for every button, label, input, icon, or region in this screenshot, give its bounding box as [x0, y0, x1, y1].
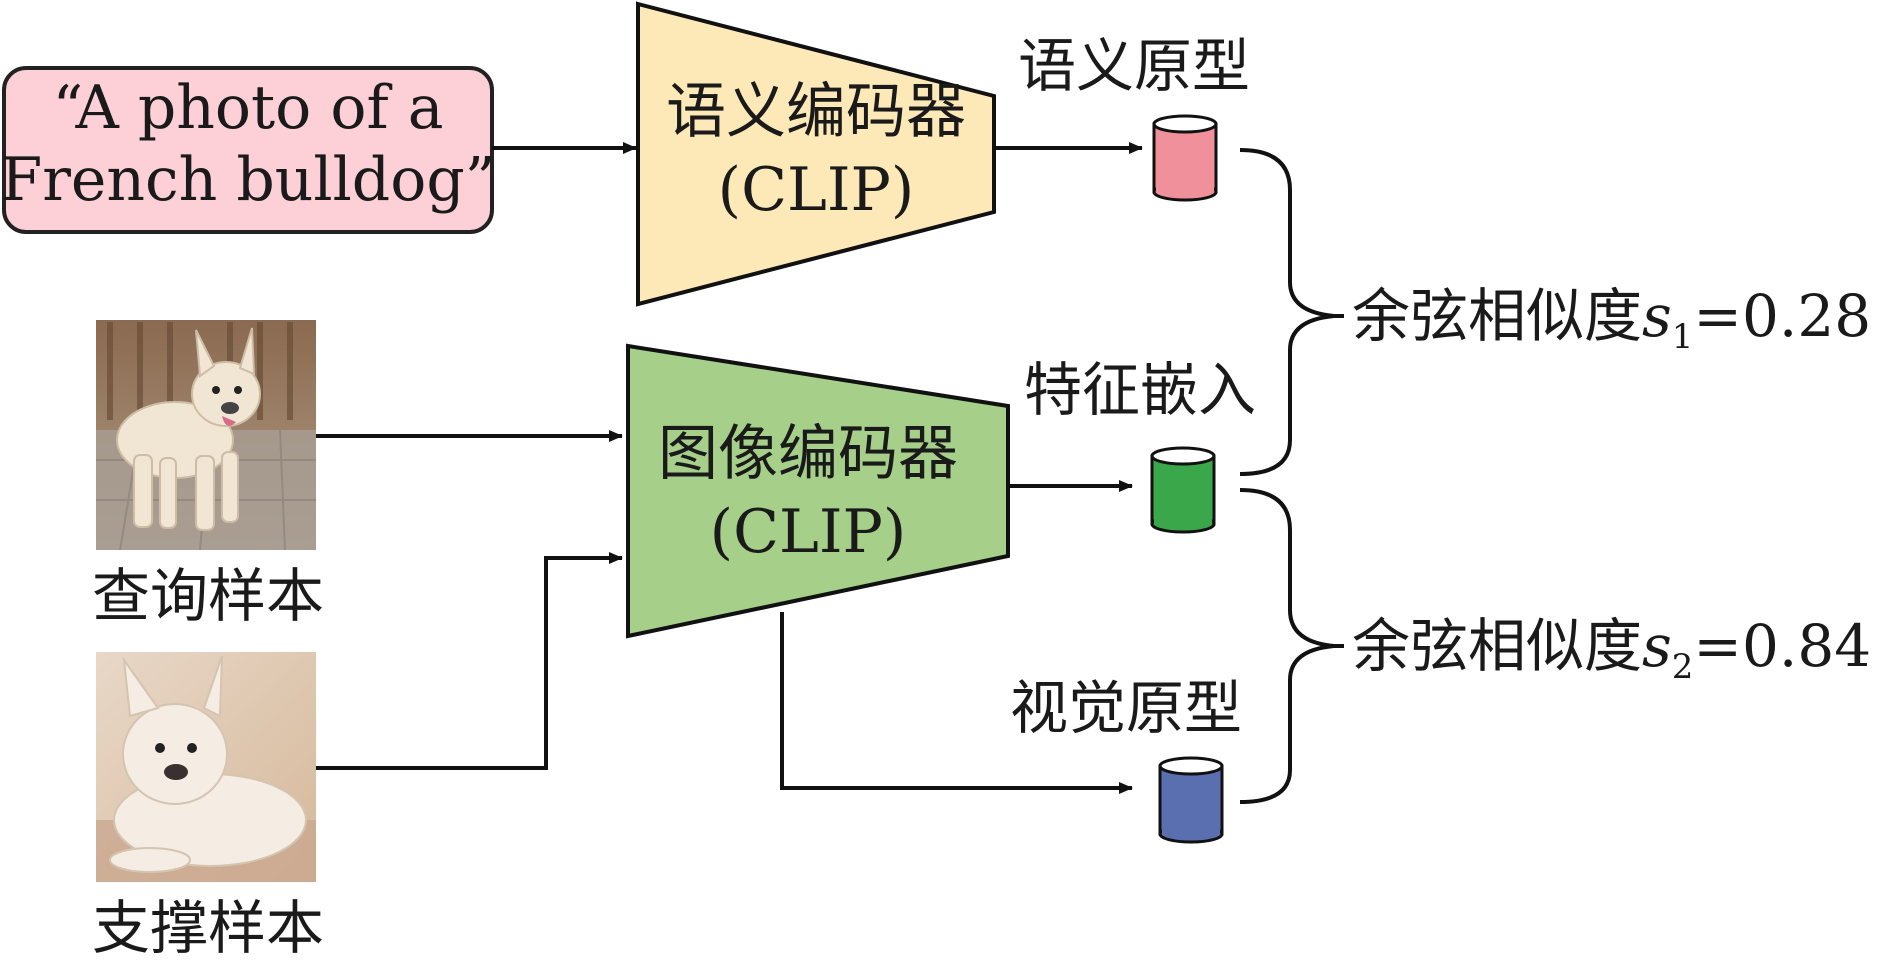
feature-embedding-label: 特征嵌入 — [1024, 356, 1256, 424]
semantic-encoder-label: 语义编码器 — [666, 77, 966, 147]
brace-similarity-2 — [1239, 488, 1335, 804]
semantic-encoder-model: (CLIP) — [718, 155, 915, 225]
similarity-2-text: 余弦相似度s2=0.84 — [1352, 612, 1871, 687]
image-encoder-shape — [626, 343, 1010, 639]
feature-embedding-cylinder — [1150, 446, 1216, 534]
semantic-prototype-label: 语义原型 — [1018, 32, 1250, 100]
text-prompt-line2: French bulldog” — [1, 145, 496, 215]
image-encoder: 图像编码器 (CLIP) — [626, 343, 1010, 639]
text-prompt-line1: “A photo of a — [53, 73, 444, 143]
visual-prototype-label: 视觉原型 — [1010, 674, 1242, 742]
query-sample-image — [96, 320, 316, 551]
query-sample-label: 查询样本 — [92, 562, 324, 630]
image-encoder-model: (CLIP) — [710, 497, 907, 567]
semantic-prototype-cylinder — [1152, 114, 1218, 202]
text-prompt-box: “A photo of a French bulldog” — [1, 66, 496, 234]
semantic-encoder: 语义编码器 (CLIP) — [636, 1, 996, 307]
arrow-support-to-image-encoder — [316, 552, 623, 770]
visual-prototype-cylinder — [1158, 756, 1224, 844]
image-encoder-label: 图像编码器 — [658, 419, 958, 489]
support-sample-image — [96, 652, 316, 882]
semantic-encoder-shape — [636, 1, 996, 307]
support-sample-label: 支撑样本 — [92, 894, 324, 962]
similarity-1-text: 余弦相似度s1=0.28 — [1352, 282, 1871, 357]
brace-similarity-1 — [1239, 148, 1335, 476]
arrow-image-encoder-to-visual-prototype — [780, 612, 1133, 794]
